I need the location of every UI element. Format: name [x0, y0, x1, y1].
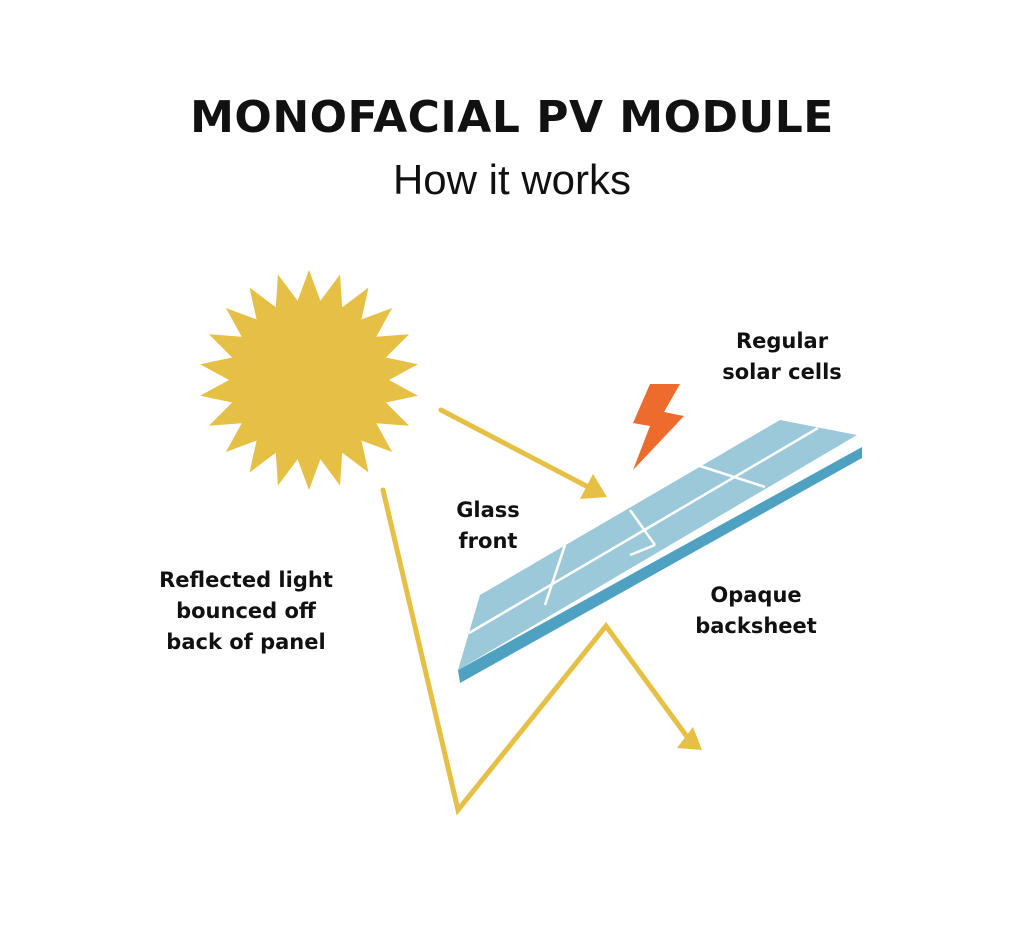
label-reflected-light: Reflected light bounced off back of pane… [159, 568, 333, 654]
incident-ray-arrow [438, 407, 607, 499]
lightning-bolt-icon [633, 384, 684, 470]
reflected-ray-arrow [380, 487, 702, 816]
page-subtitle: How it works [392, 156, 632, 203]
solar-panel-icon [458, 420, 862, 683]
panel-backsheet-edge [458, 447, 862, 683]
panel-cell-grid [468, 426, 819, 635]
sun-icon [200, 270, 418, 490]
label-regular-solar-cells: Regular solar cells [722, 329, 842, 384]
label-glass-front: Glass front [456, 498, 520, 553]
page-title: MONOFACIAL PV MODULE [190, 92, 834, 143]
panel-glass-front [458, 420, 857, 670]
label-opaque-backsheet: Opaque backsheet [695, 583, 817, 638]
